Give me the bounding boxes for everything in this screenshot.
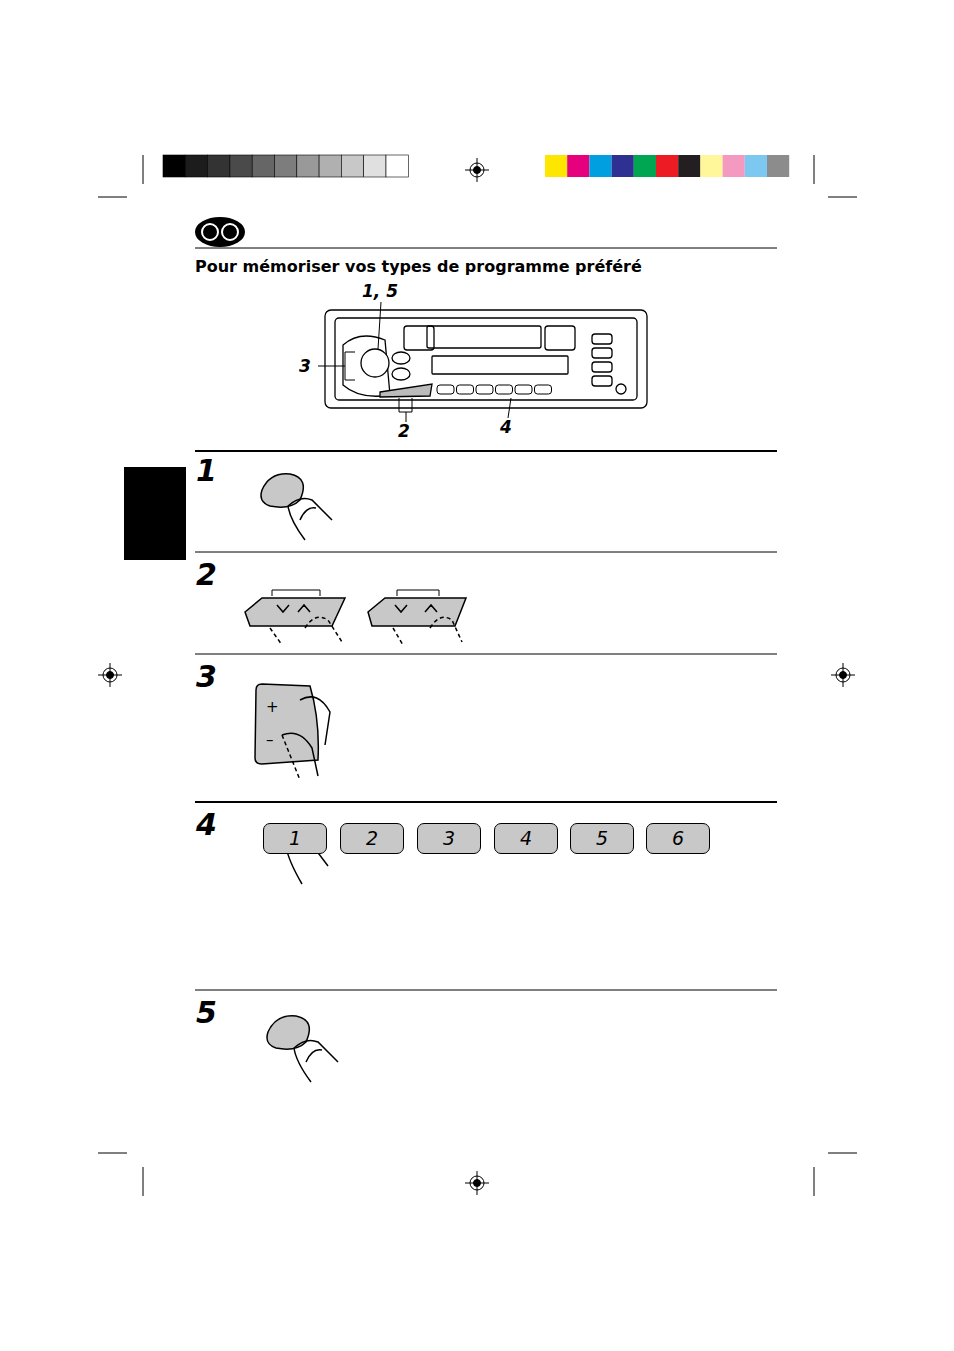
preset-button: 1 <box>263 823 327 854</box>
preset-button: 3 <box>417 823 481 854</box>
step-rules <box>195 451 777 990</box>
callout-number: 2 <box>398 423 410 440</box>
color-registration-bar <box>545 155 789 177</box>
crop-marks <box>98 155 857 1196</box>
preset-button: 6 <box>646 823 710 854</box>
step-number: 4 <box>196 810 217 840</box>
preset-number: 1 <box>289 829 301 848</box>
volume-knob <box>255 684 330 780</box>
seek-rocker-buttons <box>245 590 466 645</box>
registration-crosshairs <box>98 158 855 1195</box>
preset-button: 4 <box>494 823 558 854</box>
step-number: 2 <box>196 560 217 590</box>
finger-press <box>261 474 332 540</box>
section-title: Pour mémoriser vos types de programme pr… <box>195 259 642 275</box>
grey-registration-bar <box>163 155 408 177</box>
preset-button: 2 <box>340 823 404 854</box>
preset-number: 5 <box>596 829 608 848</box>
step-number: 5 <box>196 998 217 1028</box>
callout-number: 1, 5 <box>362 283 398 300</box>
preset-number: 3 <box>443 829 455 848</box>
language-tab <box>124 467 186 560</box>
button-sign: – <box>266 733 274 748</box>
preset-number: 4 <box>520 829 532 848</box>
preset-number: 6 <box>672 829 684 848</box>
mini-preset-buttons <box>437 385 552 394</box>
step-number: 1 <box>196 456 217 486</box>
car-stereo-panel <box>325 310 647 408</box>
button-sign: + <box>266 700 279 715</box>
step-number: 3 <box>196 662 217 692</box>
logo-icon <box>196 218 244 246</box>
callout-number: 4 <box>500 419 512 436</box>
preset-number: 2 <box>366 829 378 848</box>
callout-number: 3 <box>299 358 311 375</box>
header-rule <box>195 248 777 249</box>
leader-lines <box>318 302 511 422</box>
finger-press <box>267 1016 338 1082</box>
preset-button: 5 <box>570 823 634 854</box>
